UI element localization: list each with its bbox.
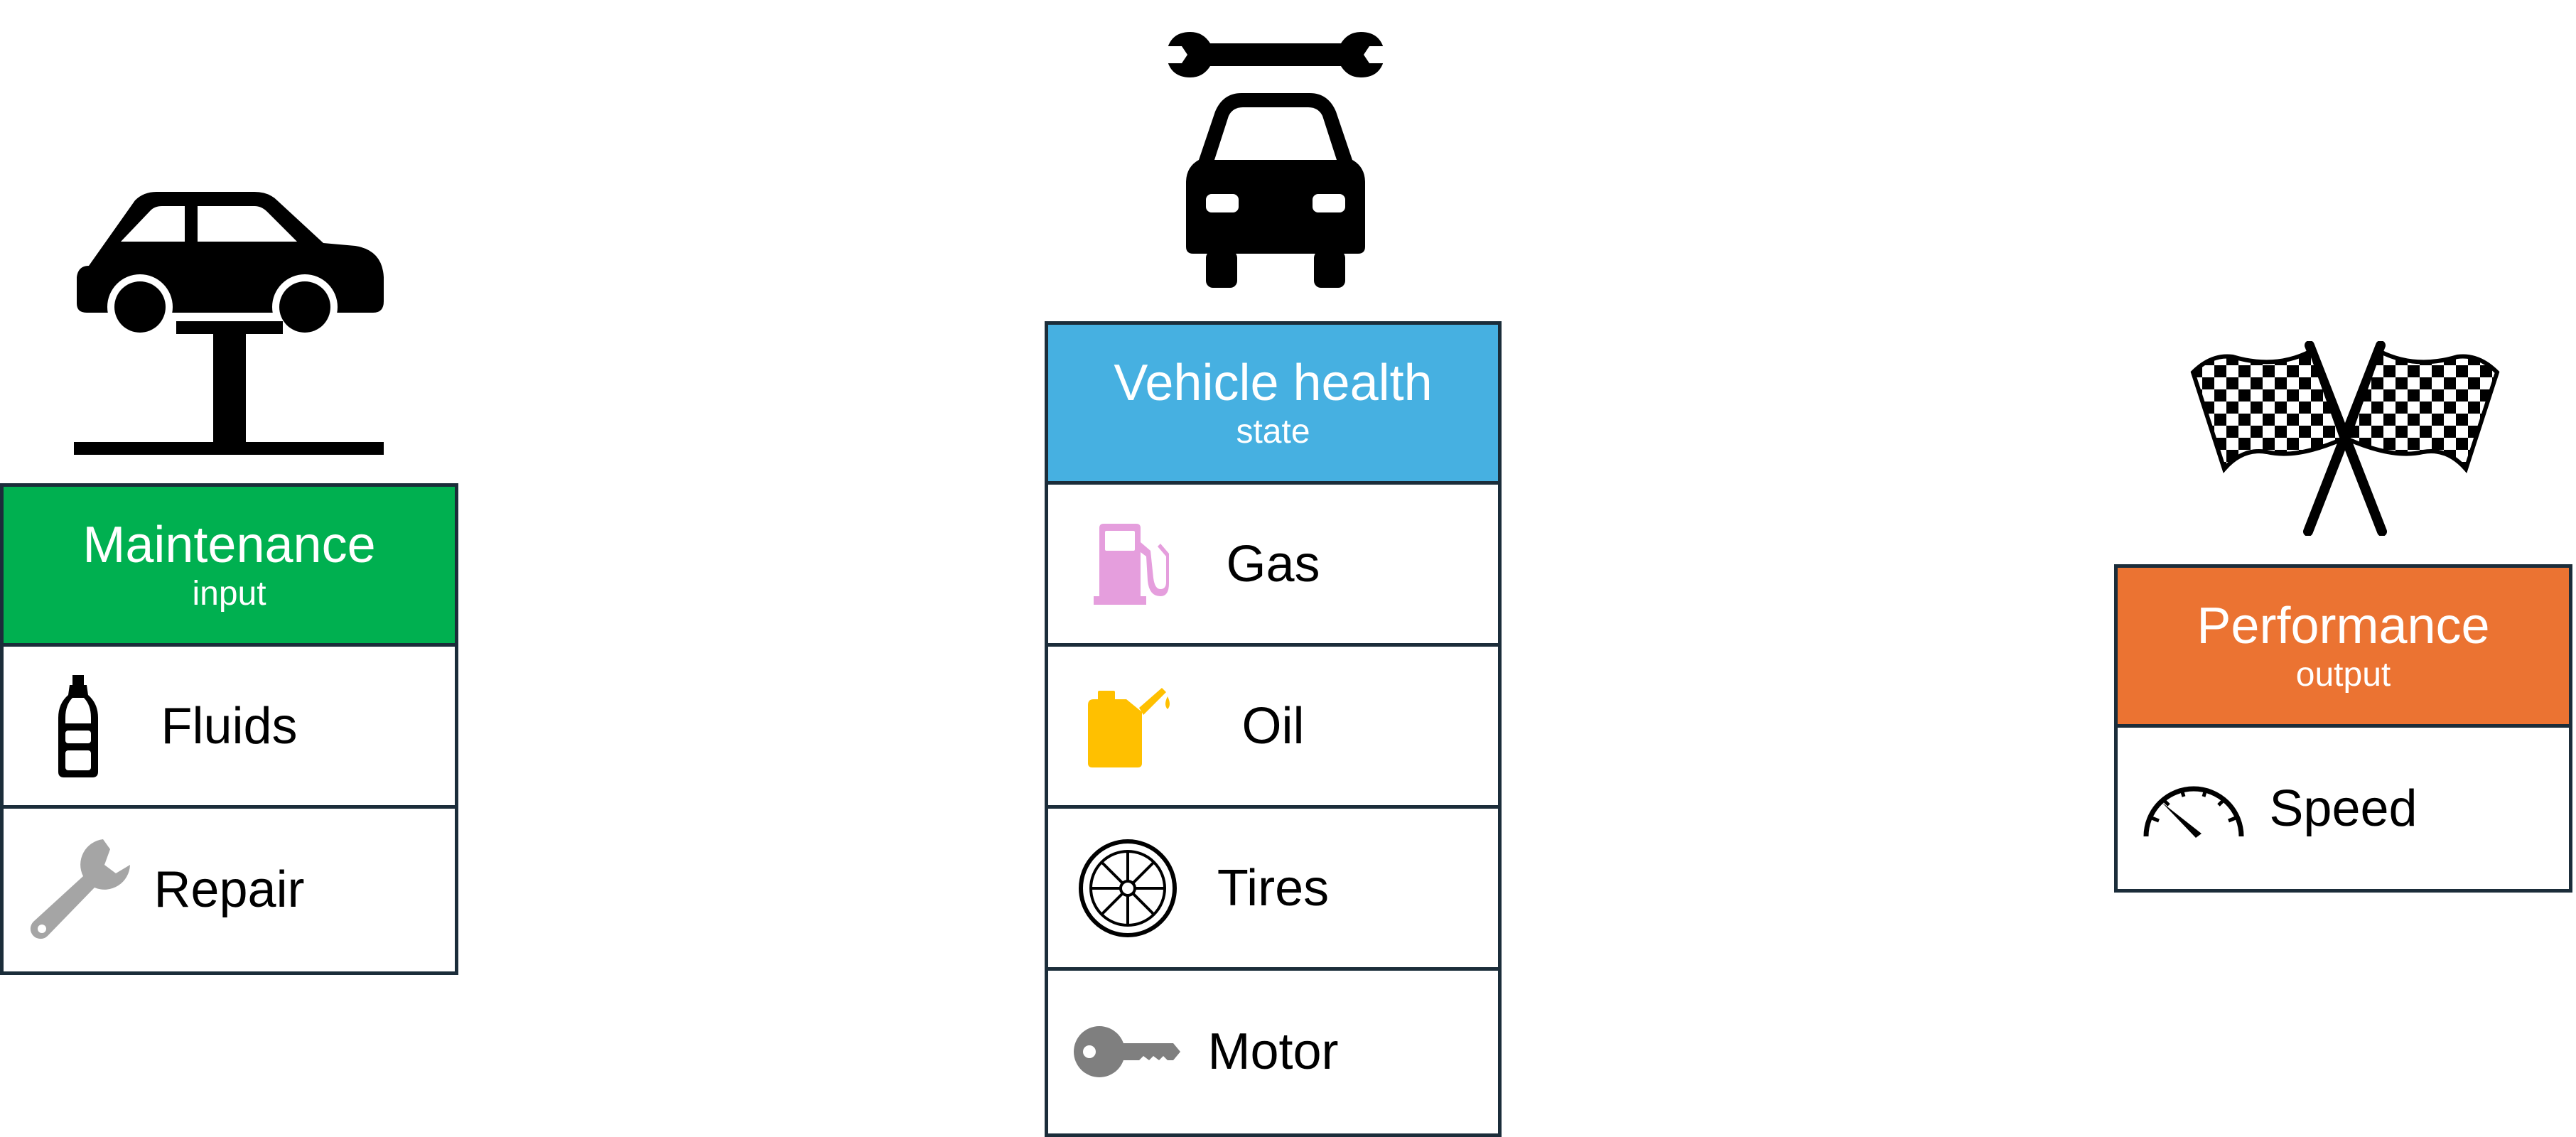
fluids-label: Fluids [161, 697, 298, 755]
maintenance-item-repair: Repair [4, 809, 455, 971]
performance-header: Performance output [2118, 568, 2569, 728]
motor-label: Motor [1207, 1023, 1339, 1080]
vehicle-health-title: Vehicle health [1114, 355, 1433, 412]
bottle-icon [57, 674, 99, 779]
oil-can-icon [1082, 684, 1173, 769]
gas-label: Gas [1226, 535, 1320, 593]
repair-label: Repair [153, 861, 305, 918]
tire-icon [1078, 839, 1177, 938]
fuel-pump-icon [1092, 522, 1169, 606]
maintenance-header: Maintenance input [4, 487, 455, 647]
health-item-gas: Gas [1048, 485, 1498, 647]
maintenance-title: Maintenance [82, 517, 376, 574]
maintenance-panel: Maintenance input Fluids Repair [0, 483, 458, 975]
car-lift-icon [71, 186, 387, 460]
key-icon [1074, 1025, 1180, 1079]
maintenance-item-fluids: Fluids [4, 647, 455, 809]
tires-label: Tires [1217, 859, 1330, 917]
health-item-oil: Oil [1048, 647, 1498, 809]
vehicle-health-subtitle: state [1236, 412, 1310, 451]
performance-item-speed: Speed [2118, 728, 2569, 890]
health-item-tires: Tires [1048, 809, 1498, 971]
performance-panel: Performance output Speed [2114, 564, 2572, 893]
car-service-icon [1162, 25, 1389, 298]
checkered-flags-icon [2190, 341, 2500, 536]
vehicle-health-header: Vehicle health state [1048, 325, 1498, 485]
vehicle-health-panel: Vehicle health state Gas [1045, 321, 1502, 1137]
speed-label: Speed [2269, 780, 2418, 837]
health-item-motor: Motor [1048, 971, 1498, 1133]
wrench-icon [26, 836, 133, 943]
speedometer-icon [2140, 778, 2247, 839]
maintenance-subtitle: input [192, 574, 266, 613]
performance-subtitle: output [2295, 655, 2391, 694]
oil-label: Oil [1241, 697, 1305, 755]
performance-title: Performance [2197, 598, 2490, 655]
